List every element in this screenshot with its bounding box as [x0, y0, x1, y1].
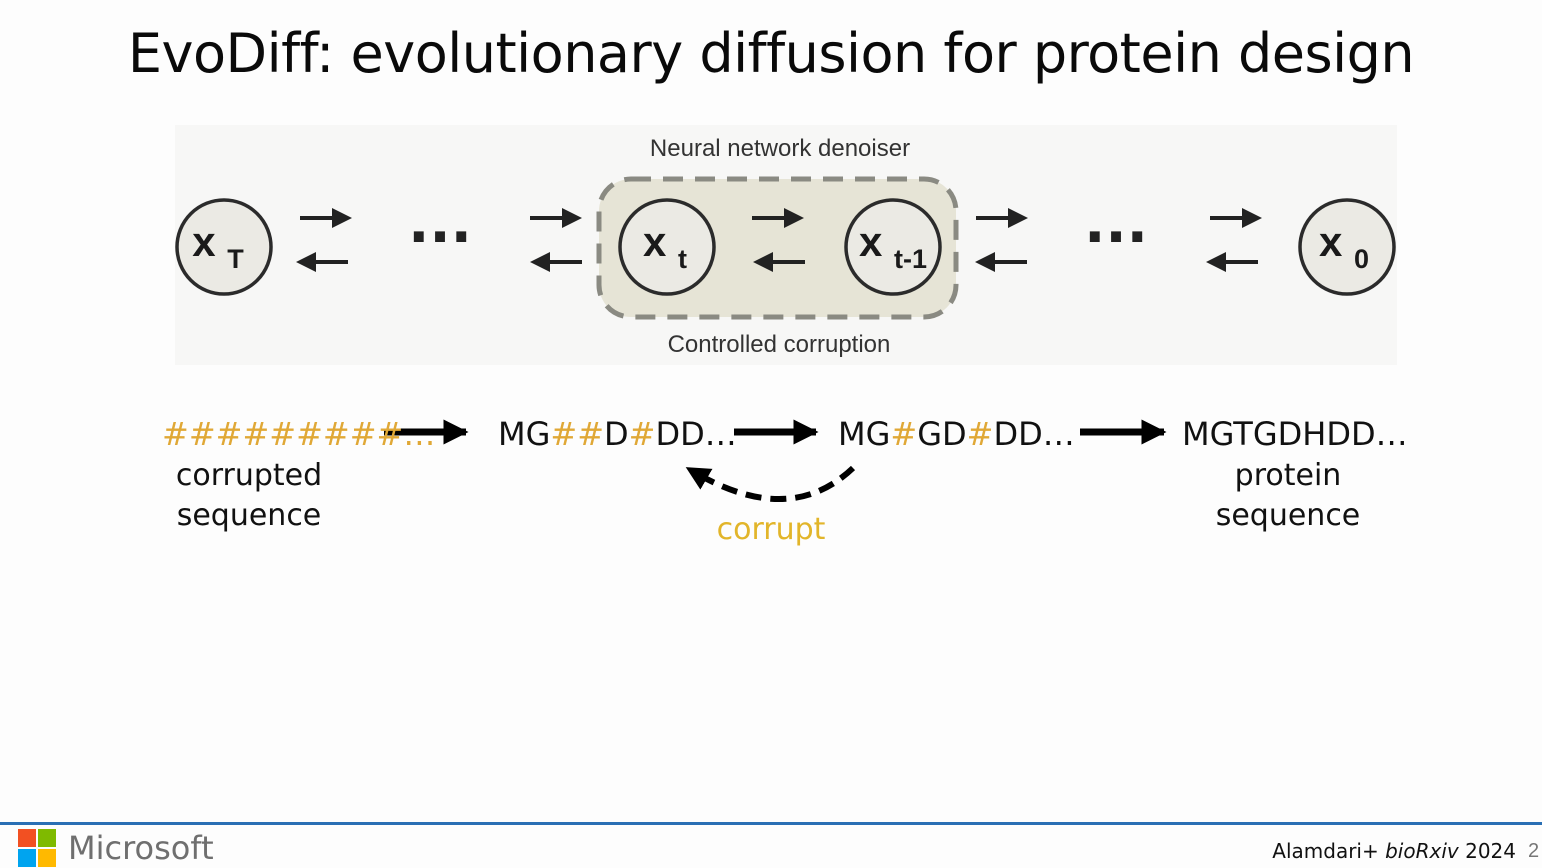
seq2-part: MG — [838, 415, 891, 453]
node-xt-minus-1: x t-1 — [844, 198, 942, 296]
slide-title: EvoDiff: evolutionary diffusion for prot… — [127, 22, 1415, 85]
seq2-part: GD — [917, 415, 967, 453]
seq1-mask: ## — [550, 415, 605, 453]
sequence-step-2: MG#GD#DD… — [838, 414, 1075, 454]
citation: Alamdari+ bioRxiv 2024 — [1272, 838, 1516, 864]
corruption-label: Controlled corruption — [668, 331, 891, 358]
svg-text:x t-1: x t-1 — [859, 218, 927, 274]
microsoft-wordmark: Microsoft — [68, 829, 214, 867]
ellipsis-left: ··· — [408, 205, 472, 270]
node-xt: x t — [618, 198, 716, 296]
corrupted-sequence-caption: corrupted sequence — [149, 456, 349, 536]
corrupt-label: corrupt — [716, 512, 826, 547]
seq1-part: MG — [498, 415, 551, 453]
seq2-mask: # — [966, 415, 994, 453]
corrupt-arrow — [685, 465, 856, 502]
caption-line: protein — [1234, 458, 1342, 493]
caption-line: sequence — [1215, 498, 1361, 533]
seq2-mask: # — [890, 415, 918, 453]
microsoft-logo-icon — [18, 829, 58, 867]
seq1-mask: # — [628, 415, 656, 453]
sequence-step-1: MG##D#DD… — [498, 414, 737, 454]
caption-line: sequence — [176, 498, 322, 533]
node-x0: x 0 — [1298, 198, 1396, 296]
node-xT: x T — [175, 198, 273, 296]
node-xt-minus-1-sub: t-1 — [894, 244, 927, 274]
citation-year: 2024 — [1458, 839, 1516, 863]
sequence-corrupted-text: #########… — [162, 415, 436, 453]
svg-text:x t: x t — [643, 218, 687, 274]
seq1-part: D — [604, 415, 629, 453]
svg-text:x T: x T — [192, 218, 244, 274]
citation-author: Alamdari+ — [1272, 839, 1386, 863]
node-xT-sub: T — [227, 244, 244, 274]
ellipsis-right: ··· — [1084, 205, 1148, 270]
node-xt-sub: t — [678, 244, 687, 274]
node-x0-sub: 0 — [1354, 244, 1369, 274]
sequence-corrupted: #########… — [162, 414, 435, 454]
seq1-part: DD… — [655, 415, 737, 453]
node-xT-base: x — [192, 218, 216, 265]
sequence-protein: MGTGDHDD… — [1182, 414, 1408, 454]
caption-line: corrupted — [175, 458, 323, 493]
seq2-part: DD… — [993, 415, 1075, 453]
sequence-protein-text: MGTGDHDD… — [1182, 415, 1408, 453]
node-xt-minus-1-base: x — [859, 218, 883, 265]
page-number: 2 — [1528, 840, 1540, 862]
svg-text:x 0: x 0 — [1319, 218, 1369, 274]
node-xt-base: x — [643, 218, 667, 265]
citation-journal: bioRxiv — [1385, 839, 1459, 863]
protein-sequence-caption: protein sequence — [1188, 456, 1388, 536]
denoiser-label: Neural network denoiser — [650, 135, 910, 162]
node-x0-base: x — [1319, 218, 1343, 265]
footer-divider — [0, 822, 1542, 825]
